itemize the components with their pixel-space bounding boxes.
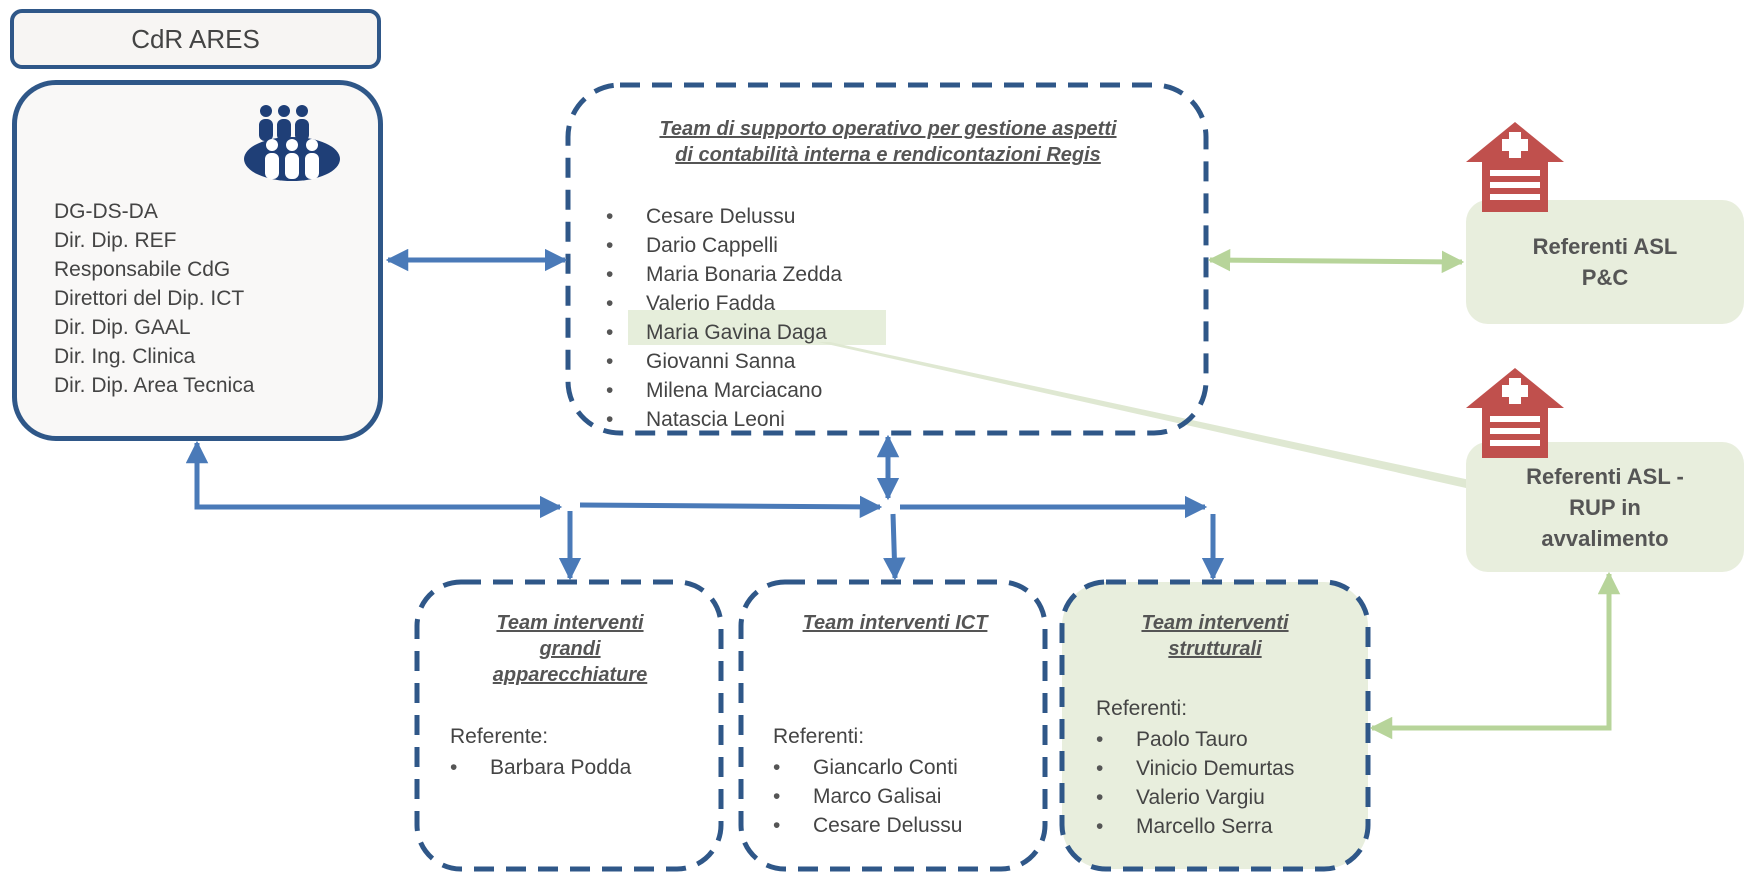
team-grandi-member-list: Barbara Podda: [450, 753, 631, 782]
hospital-icon: [1466, 368, 1564, 458]
cdr-ares-title-box: CdR ARES: [10, 9, 381, 69]
support-member: Valerio Fadda: [606, 289, 842, 318]
asl-rup-label: RUP in: [1569, 494, 1641, 520]
ares-member: Dir. Ing. Clinica: [54, 345, 196, 368]
support-member: Cesare Delussu: [606, 202, 842, 231]
team-grandi-border: [414, 579, 724, 872]
team-grandi-title-line: apparecchiature: [492, 664, 648, 686]
support-title-line: Team di supporto operativo per gestione …: [659, 118, 1117, 140]
asl-rup-label: avvalimento: [1541, 525, 1669, 551]
team-strutturali-member: Vinicio Demurtas: [1096, 754, 1294, 783]
team-grandi-ref-label: Referente:: [450, 725, 549, 748]
ares-member: Responsabile CdG: [54, 258, 231, 281]
ares-member: Direttori del Dip. ICT: [54, 287, 245, 310]
team-ict-member-list: Giancarlo Conti Marco Galisai Cesare Del…: [773, 753, 962, 840]
team-grandi-title: Team interventi grandi apparecchiature: [440, 610, 700, 688]
people-group-icon: [244, 105, 340, 181]
ares-member: DG-DS-DA: [54, 200, 158, 223]
support-member: Natascia Leoni: [606, 405, 842, 434]
support-member: Maria Gavina Daga: [606, 318, 842, 347]
ares-member: Dir. Dip. REF: [54, 229, 177, 252]
ares-member: Dir. Dip. GAAL: [54, 316, 191, 339]
bus-arrow-2: [579, 495, 883, 519]
support-team-border: [565, 82, 1209, 436]
ares-member: Dir. Dip. Area Tecnica: [54, 374, 255, 397]
team-ict-member: Giancarlo Conti: [773, 753, 962, 782]
asl-rup-label: Referenti ASL -: [1526, 463, 1684, 489]
hospital-icon: [1466, 122, 1564, 212]
team-strutturali-title-line: Team interventi: [1141, 612, 1289, 634]
team-ict-border: [738, 579, 1048, 872]
team-strutturali-member: Marcello Serra: [1096, 812, 1294, 841]
team-strutturali-member: Paolo Tauro: [1096, 725, 1294, 754]
strutturali-asl-rup-arrow: [1369, 571, 1621, 740]
team-ict-title: Team interventi ICT: [802, 612, 988, 634]
ares-member-list: DG-DS-DA Dir. Dip. REF Responsabile CdG …: [54, 197, 254, 400]
support-member: Giovanni Sanna: [606, 347, 842, 376]
ares-bottom-connector: [185, 440, 563, 519]
team-strutturali-ref-label: Referenti:: [1096, 697, 1188, 720]
support-member-list: Cesare Delussu Dario Cappelli Maria Bona…: [606, 202, 842, 434]
highlight-connector: [818, 342, 1470, 488]
support-member: Dario Cappelli: [606, 231, 842, 260]
asl-pc-box: Referenti ASL P&C: [1466, 200, 1744, 324]
arrow-to-ict: [883, 513, 906, 581]
team-ict-member: Cesare Delussu: [773, 811, 962, 840]
team-ict-member: Marco Galisai: [773, 782, 962, 811]
cdr-ares-title: CdR ARES: [131, 23, 260, 54]
support-title-line: di contabilità interna e rendicontazioni…: [675, 144, 1101, 166]
team-strutturali-title-line: strutturali: [1168, 638, 1262, 660]
support-team-box: Team di supporto operativo per gestione …: [568, 80, 1208, 435]
team-strutturali-member-list: Paolo Tauro Vinicio Demurtas Valerio Var…: [1096, 725, 1294, 841]
asl-pc-label: Referenti ASL: [1532, 234, 1678, 259]
team-strutturali-title: Team interventi strutturali: [1090, 610, 1340, 662]
team-grandi-title-line: grandi: [539, 638, 601, 660]
team-grandi-member: Barbara Podda: [450, 753, 631, 782]
team-grandi-title-line: Team interventi: [496, 612, 644, 634]
support-asl-pc-arrow: [1207, 248, 1465, 274]
team-strutturali-member: Valerio Vargiu: [1096, 783, 1294, 812]
asl-pc-label: P&C: [1581, 265, 1629, 290]
support-member: Milena Marciacano: [606, 376, 842, 405]
ares-members-box: DG-DS-DA Dir. Dip. REF Responsabile CdG …: [12, 80, 383, 441]
asl-rup-box: Referenti ASL - RUP in avvalimento: [1466, 442, 1744, 572]
team-ict-ref-label: Referenti:: [773, 725, 865, 748]
support-member: Maria Bonaria Zedda: [606, 260, 842, 289]
support-team-title: Team di supporto operativo per gestione …: [598, 116, 1178, 168]
